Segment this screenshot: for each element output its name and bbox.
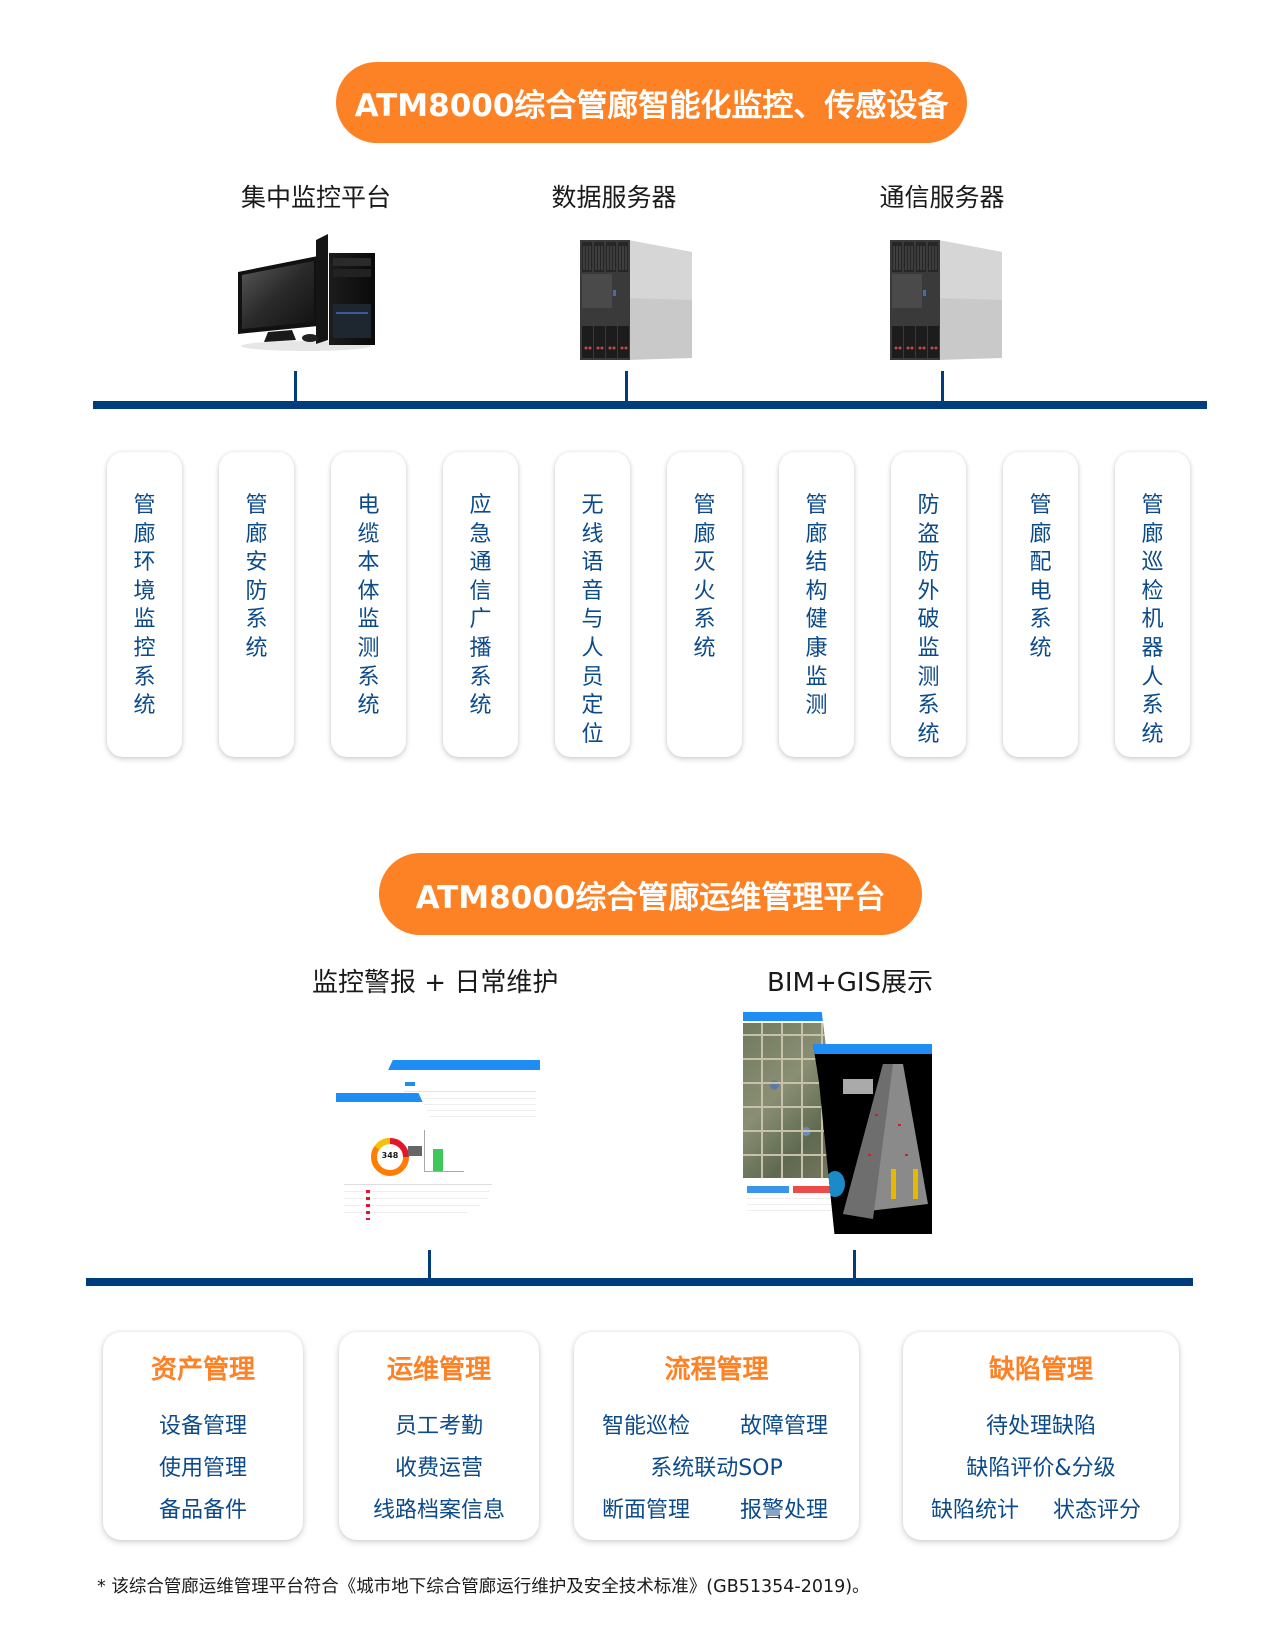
module-item: 报警处理 xyxy=(740,1498,829,1523)
system-card-emergency-broadcast: 应急通信广播系统 xyxy=(443,452,518,757)
system-card-anti-theft: 防盗防外破监测系统 xyxy=(891,452,966,757)
module-title: 缺陷管理 xyxy=(988,1355,1093,1385)
view-label-monitoring: 监控警报 + 日常维护 xyxy=(312,968,559,998)
desktop-computer-icon xyxy=(236,234,381,356)
connector-line xyxy=(941,371,944,403)
module-title: 资产管理 xyxy=(150,1355,255,1385)
module-card-process-management: 流程管理 智能巡检 故障管理 系统联动SOP 断面管理 报警处理 xyxy=(574,1332,859,1540)
system-card-security: 管廊安防系统 xyxy=(219,452,294,757)
module-card-asset-management: 资产管理 设备管理 使用管理 备品备件 xyxy=(103,1332,303,1540)
module-card-ops-management: 运维管理 员工考勤 收费运营 线路档案信息 xyxy=(339,1332,539,1540)
system-card-label: 管廊灭火系统 xyxy=(693,493,716,661)
module-item: 缺陷统计 xyxy=(931,1498,1020,1523)
system-card-power-distribution: 管廊配电系统 xyxy=(1003,452,1078,757)
module-item: 待处理缺陷 xyxy=(985,1414,1096,1439)
module-item: 断面管理 xyxy=(602,1498,691,1523)
connector-line xyxy=(294,371,297,403)
module-item: 状态评分 xyxy=(1053,1498,1142,1523)
module-item: 设备管理 xyxy=(158,1414,247,1439)
standards-footnote: * 该综合管廊运维管理平台符合《城市地下综合管廊运行维护及安全技术标准》(GB5… xyxy=(97,1577,870,1597)
device-label-central-monitoring: 集中监控平台 xyxy=(240,183,392,212)
module-item: 系统联动SOP xyxy=(650,1456,783,1481)
device-label-data-server: 数据服务器 xyxy=(551,183,677,212)
system-card-label: 电缆本体监测系统 xyxy=(357,493,380,719)
module-title: 运维管理 xyxy=(386,1355,491,1385)
system-card-label: 管廊配电系统 xyxy=(1029,493,1052,661)
connector-line xyxy=(428,1250,431,1280)
section-title-ops-platform: ATM8000综合管廊运维管理平台 xyxy=(379,853,922,935)
bus-line-platform xyxy=(86,1278,1193,1286)
system-card-wireless-positioning: 无线语音与人员定位 xyxy=(555,452,630,757)
module-item: 员工考勤 xyxy=(394,1414,483,1439)
monitoring-dashboard-screenshot: 348 xyxy=(336,1060,541,1240)
module-item: 备品备件 xyxy=(158,1498,247,1523)
rack-server-icon xyxy=(890,240,1005,364)
module-item: 收费运营 xyxy=(394,1456,483,1481)
module-card-defect-management: 缺陷管理 待处理缺陷 缺陷评价&分级 缺陷统计 状态评分 xyxy=(903,1332,1179,1540)
device-label-comm-server: 通信服务器 xyxy=(879,183,1005,212)
rack-server-icon xyxy=(580,240,695,364)
bus-line-devices xyxy=(93,401,1207,409)
system-card-environment: 管廊环境监控系统 xyxy=(107,452,182,757)
module-title: 流程管理 xyxy=(664,1355,769,1385)
system-card-label: 应急通信广播系统 xyxy=(469,493,492,719)
module-item: 线路档案信息 xyxy=(372,1498,505,1523)
system-card-structural-health: 管廊结构健康监测 xyxy=(779,452,854,757)
section-title-monitoring-devices: ATM8000综合管廊智能化监控、传感设备 xyxy=(336,62,967,143)
module-item: 缺陷评价&分级 xyxy=(966,1456,1116,1481)
system-card-cable-monitoring: 电缆本体监测系统 xyxy=(331,452,406,757)
system-card-label: 无线语音与人员定位 xyxy=(581,493,604,747)
bim-gis-screenshot xyxy=(743,1012,933,1234)
system-card-label: 管廊环境监控系统 xyxy=(133,493,156,719)
system-card-fire-suppression: 管廊灭火系统 xyxy=(667,452,742,757)
system-card-label: 管廊巡检机器人系统 xyxy=(1141,493,1164,747)
module-item: 使用管理 xyxy=(158,1456,247,1481)
system-card-label: 防盗防外破监测系统 xyxy=(917,493,940,747)
module-item: 故障管理 xyxy=(740,1414,829,1439)
connector-line xyxy=(625,371,628,403)
system-card-inspection-robot: 管廊巡检机器人系统 xyxy=(1115,452,1190,757)
view-label-bim-gis: BIM+GIS展示 xyxy=(767,968,934,998)
donut-total-value: 348 xyxy=(381,1151,399,1160)
connector-line xyxy=(853,1250,856,1280)
module-item: 智能巡检 xyxy=(602,1414,691,1439)
system-card-label: 管廊结构健康监测 xyxy=(805,493,828,719)
system-card-label: 管廊安防系统 xyxy=(245,493,268,661)
